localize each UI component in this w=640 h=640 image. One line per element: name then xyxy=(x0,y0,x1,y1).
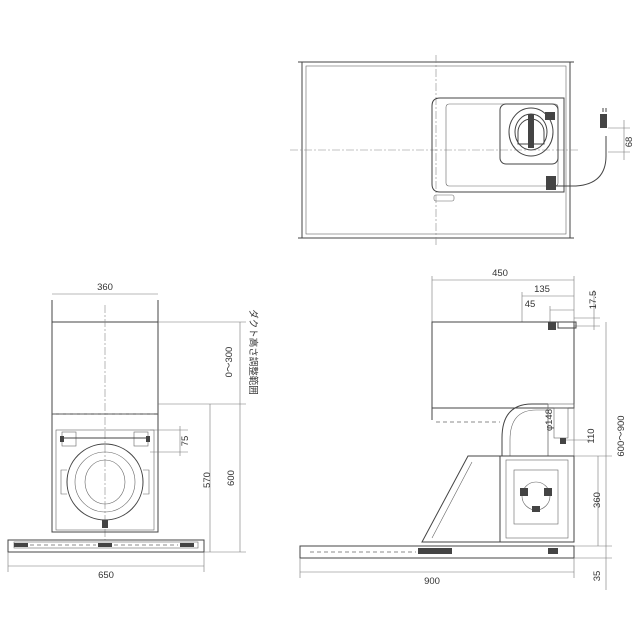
plan-duct-connector xyxy=(499,103,559,165)
dim-17-5: 17.5 xyxy=(588,291,599,310)
dim-450: 450 xyxy=(492,268,508,279)
side-canopy xyxy=(299,545,575,559)
dim-75: 75 xyxy=(180,436,191,447)
dim-phi-148: φ148 xyxy=(544,409,555,431)
dim-45: 45 xyxy=(525,299,536,310)
dim-68: 68 xyxy=(624,137,635,148)
dim-570: 570 xyxy=(202,472,213,488)
side-duct-bend xyxy=(501,403,548,456)
side-chimney xyxy=(431,321,575,409)
dim-360-width: 360 xyxy=(97,282,113,293)
dim-360-side: 360 xyxy=(592,492,603,508)
side-motor-box xyxy=(499,455,575,543)
dim-135: 135 xyxy=(534,284,550,295)
dim-110: 110 xyxy=(586,428,597,443)
dim-35: 35 xyxy=(592,571,603,582)
dim-650-width: 650 xyxy=(98,570,114,581)
front-view: 360 75 650 xyxy=(7,282,259,581)
front-body xyxy=(51,414,159,533)
duct-height-range-label: ダクト高さ調整範囲 xyxy=(247,309,259,395)
plan-view: 68 xyxy=(290,55,635,245)
dim-600: 600 xyxy=(226,470,237,486)
plan-motor-housing xyxy=(431,97,565,193)
dim-600-900: 600～900 xyxy=(616,415,627,456)
power-cord xyxy=(556,136,607,187)
dim-0-300: 0～300 xyxy=(224,347,235,378)
dim-900: 900 xyxy=(424,576,440,587)
front-canopy xyxy=(7,539,205,553)
side-hood-body xyxy=(421,455,501,543)
side-view: 450 135 45 17.5 φ148 110 xyxy=(299,268,627,590)
